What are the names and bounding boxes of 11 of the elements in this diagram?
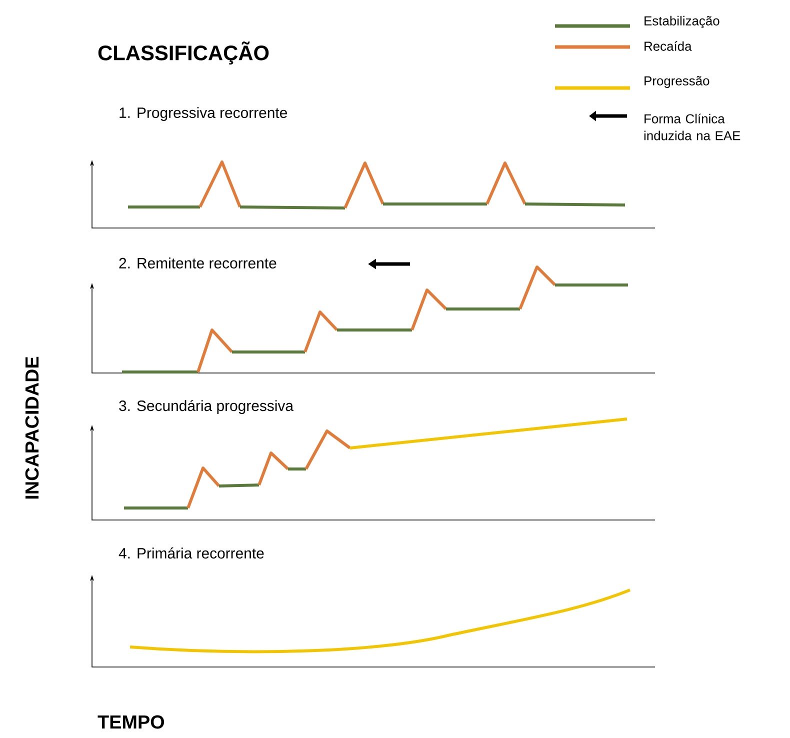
panel-title: 2. Remitente recorrente [119, 258, 276, 268]
legend-text: Progressão [644, 76, 710, 88]
axis-label: INCAPACIDADE [25, 356, 39, 499]
axis-label: TEMPO [98, 715, 164, 729]
panel-title: 1. Progressiva recorrente [120, 107, 287, 121]
legend-text: Estabilização [644, 16, 720, 28]
panel-title: 4. Primária recorrente [118, 547, 264, 559]
heading: CLASSIFICAÇÃO [98, 42, 269, 64]
legend-text: Recaída [644, 41, 692, 51]
legend-text: Forma Clínica induzida na EAE [644, 114, 740, 140]
panel-title: 3. Secundária progressiva [119, 400, 294, 414]
